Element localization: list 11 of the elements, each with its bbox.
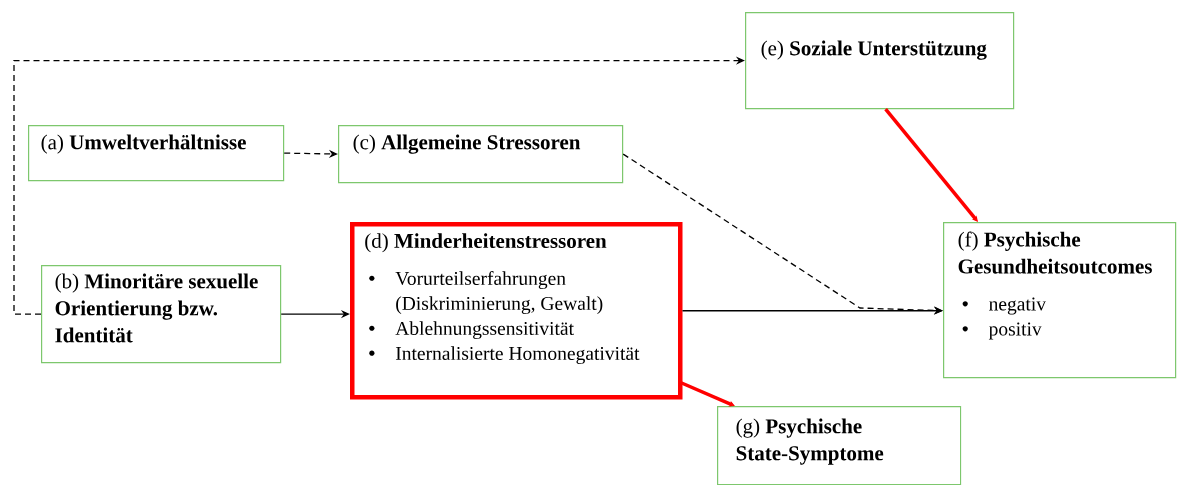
process-box: (g) Psychische State-Symptome xyxy=(717,406,962,485)
process-box: (a) Umweltverhältnisse xyxy=(28,125,285,182)
process-box: (c) Allgemeine Stressoren xyxy=(338,125,624,184)
arrow xyxy=(679,380,735,407)
process-box: (e) Soziale Unterstützung xyxy=(745,12,1015,110)
process-box: (d) Minderheitenstressoren Vorurteilserfahrungen (Diskriminierung, Gewalt) Ablehnungssensitivität Internalisierte Homonegativität xyxy=(350,222,683,400)
arrow xyxy=(283,149,338,158)
process-box: (f) Psychische Gesundheitsoutcomes negativ positiv xyxy=(943,222,1177,379)
process-box: (b) Minoritäre sexuelle Orientierung bzw. Identität xyxy=(41,265,282,364)
arrow xyxy=(13,56,745,315)
arrow xyxy=(884,108,978,222)
